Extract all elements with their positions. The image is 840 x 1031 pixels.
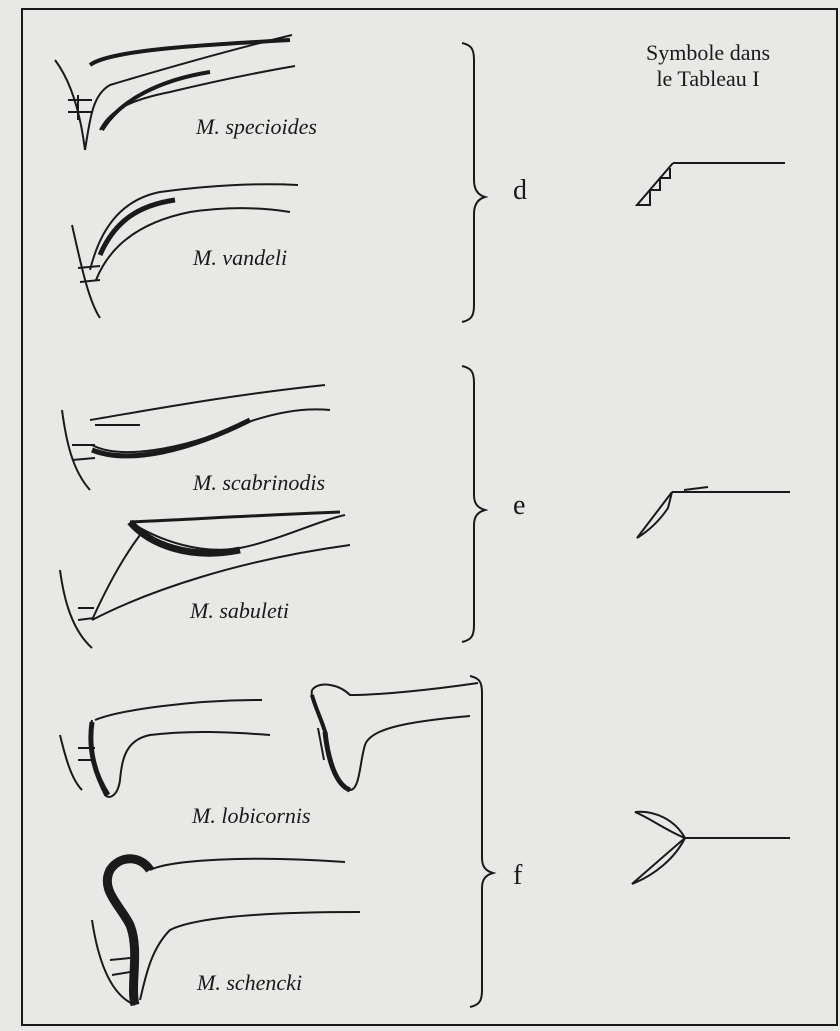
species-label-vandeli: M. vandeli [193, 245, 287, 271]
header-line-2: le Tableau I [608, 66, 808, 92]
brace-f [470, 676, 493, 1007]
group-label-f: f [513, 860, 522, 892]
drawing-sabuleti [60, 512, 350, 648]
brace-d [462, 43, 485, 322]
column-header: Symbole dans le Tableau I [608, 40, 808, 92]
species-label-lobicornis: M. lobicornis [192, 803, 311, 829]
symbol-d [637, 163, 785, 205]
species-label-scabrinodis: M. scabrinodis [193, 470, 325, 496]
figure-border [22, 9, 837, 1025]
symbol-f [632, 812, 790, 884]
brace-e [462, 366, 485, 642]
group-label-e: e [513, 490, 525, 522]
drawing-lobicornis-right [312, 683, 478, 790]
header-line-1: Symbole dans [608, 40, 808, 66]
group-label-d: d [513, 175, 527, 207]
species-label-schencki: M. schencki [197, 970, 302, 996]
drawing-lobicornis-left [60, 700, 270, 797]
species-label-specioides: M. specioides [196, 114, 317, 140]
species-label-sabuleti: M. sabuleti [190, 598, 289, 624]
symbol-e [637, 487, 790, 538]
